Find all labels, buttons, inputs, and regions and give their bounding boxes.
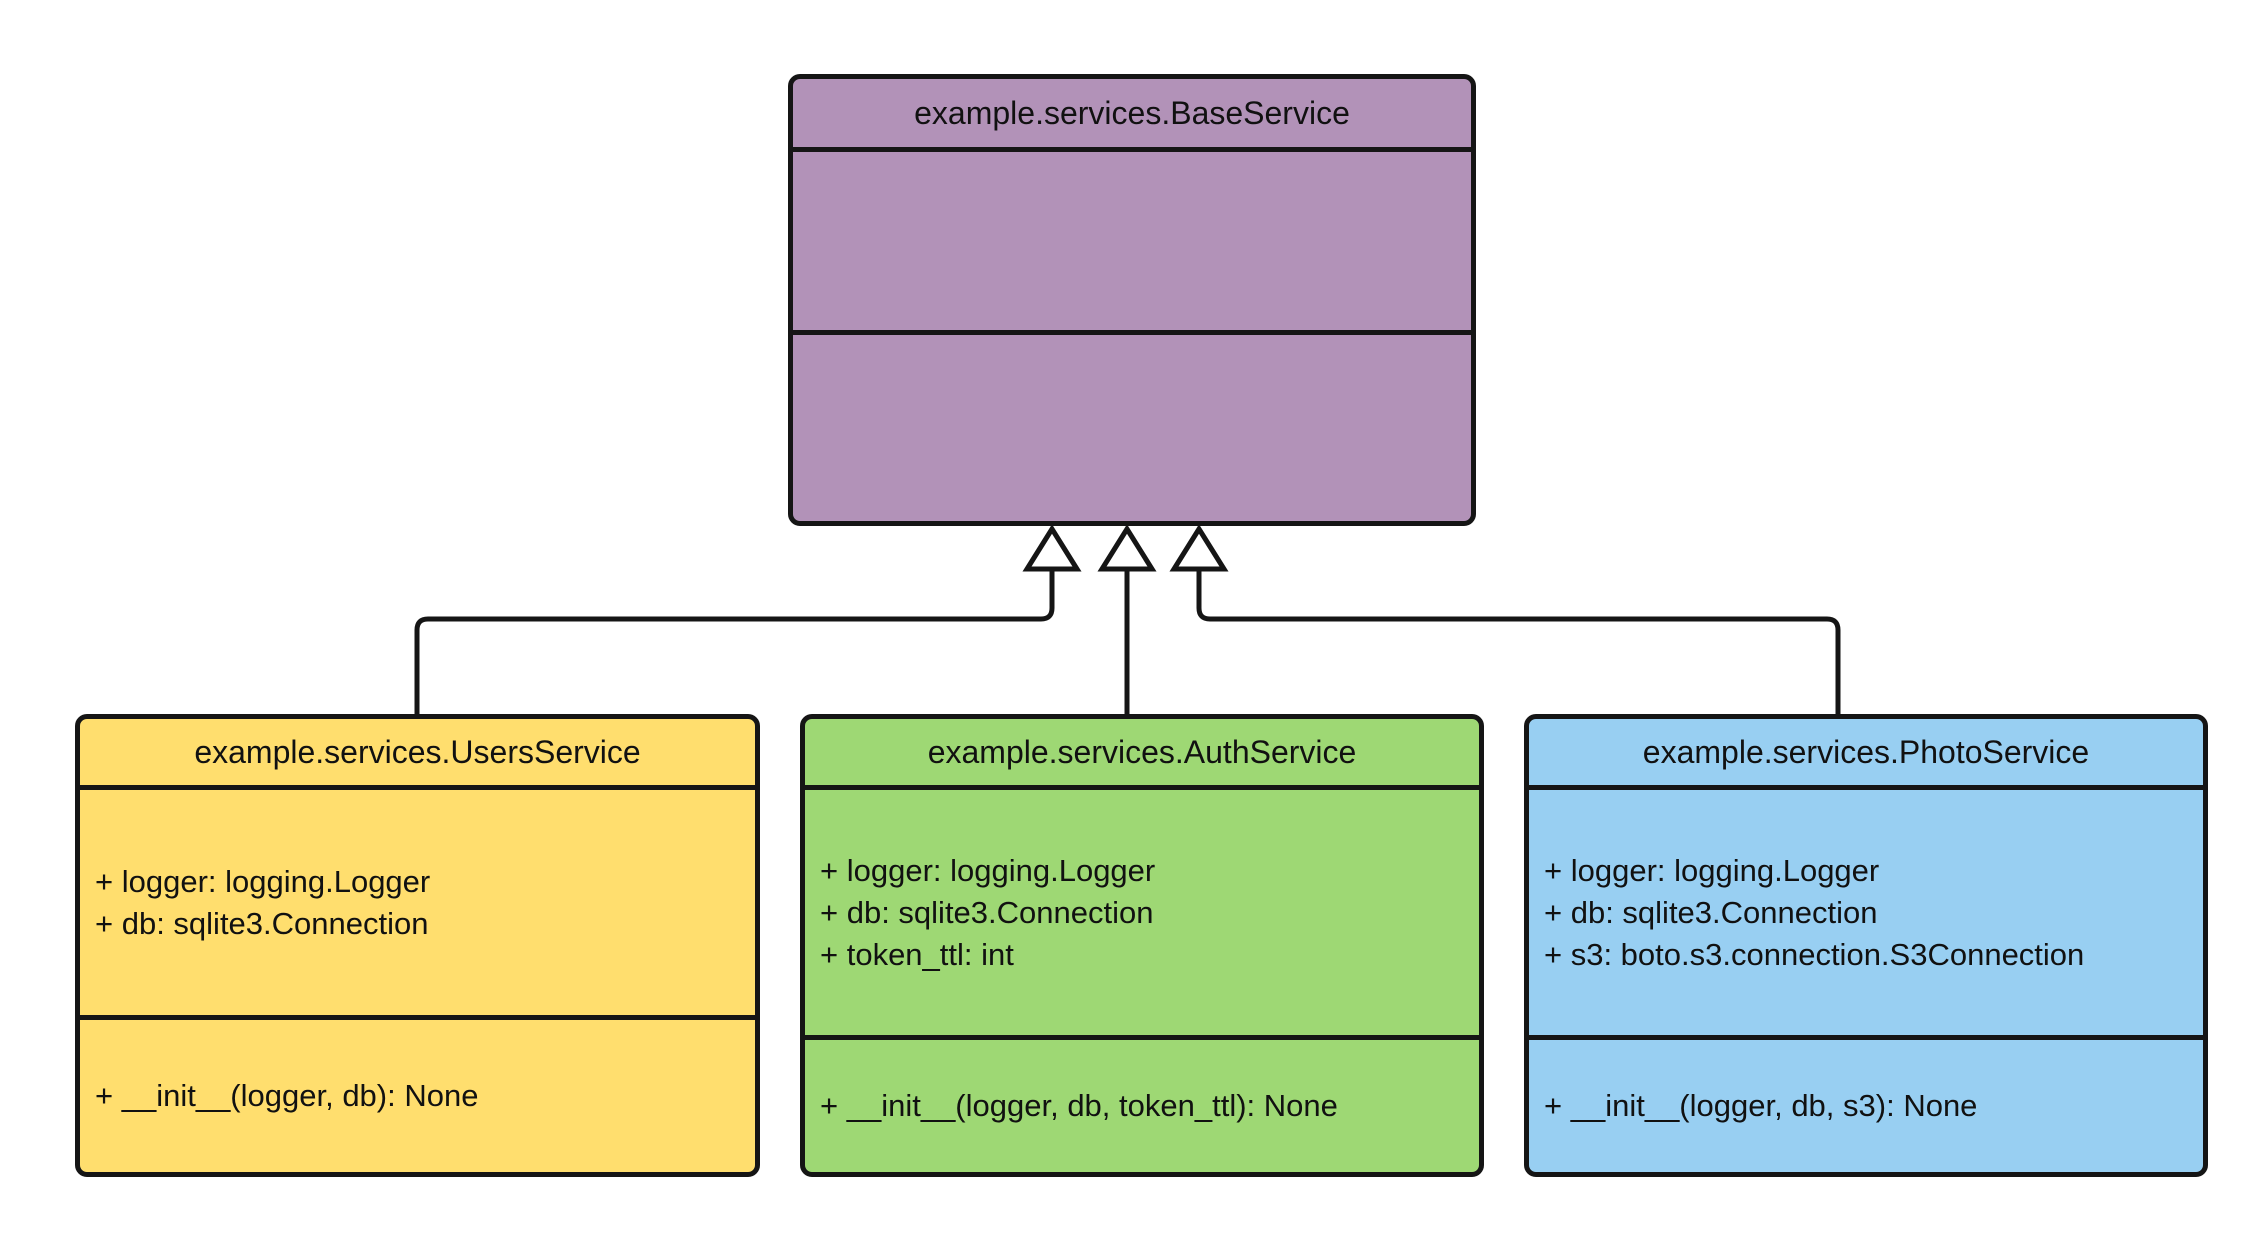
class-box-usersservice: example.services.UsersService + logger: …	[75, 714, 760, 1177]
class-methods: + __init__(logger, db): None	[80, 1020, 755, 1172]
class-title: example.services.UsersService	[80, 719, 755, 790]
member-line: + db: sqlite3.Connection	[95, 905, 429, 941]
member-line: + token_ttl: int	[820, 936, 1014, 972]
class-attributes: + logger: logging.Logger + db: sqlite3.Co…	[1529, 790, 2203, 1040]
inheritance-arrowhead-photoservice	[1169, 524, 1229, 572]
member-line: + logger: logging.Logger	[95, 863, 431, 899]
class-attributes: + logger: logging.Logger + db: sqlite3.Co…	[805, 790, 1479, 1040]
member-line: + __init__(logger, db, token_ttl): None	[820, 1088, 1338, 1123]
class-attributes: + logger: logging.Logger + db: sqlite3.Co…	[80, 790, 755, 1020]
class-attributes	[793, 152, 1471, 335]
class-methods: + __init__(logger, db, s3): None	[1529, 1040, 2203, 1172]
inheritance-arrowhead-usersservice	[1022, 524, 1082, 572]
member-line: + __init__(logger, db, s3): None	[1544, 1088, 1978, 1123]
inheritance-edge-photoservice-to-baseservice	[1196, 566, 1841, 716]
class-box-baseservice: example.services.BaseService	[788, 74, 1476, 526]
member-line: + db: sqlite3.Connection	[1544, 894, 1878, 930]
class-title: example.services.BaseService	[793, 79, 1471, 152]
member-line: + db: sqlite3.Connection	[820, 894, 1154, 930]
class-methods: + __init__(logger, db, token_ttl): None	[805, 1040, 1479, 1172]
member-line: + s3: boto.s3.connection.S3Connection	[1544, 936, 2085, 972]
inheritance-arrowhead-authservice	[1097, 524, 1157, 572]
inheritance-edge-usersservice-to-baseservice	[414, 566, 1055, 716]
member-line: + logger: logging.Logger	[1544, 852, 1880, 888]
class-box-authservice: example.services.AuthService + logger: l…	[800, 714, 1484, 1177]
class-methods	[793, 335, 1471, 521]
class-title: example.services.PhotoService	[1529, 719, 2203, 790]
class-title: example.services.AuthService	[805, 719, 1479, 790]
member-line: + __init__(logger, db): None	[95, 1078, 479, 1113]
member-line: + logger: logging.Logger	[820, 852, 1156, 888]
class-box-photoservice: example.services.PhotoService + logger: …	[1524, 714, 2208, 1177]
